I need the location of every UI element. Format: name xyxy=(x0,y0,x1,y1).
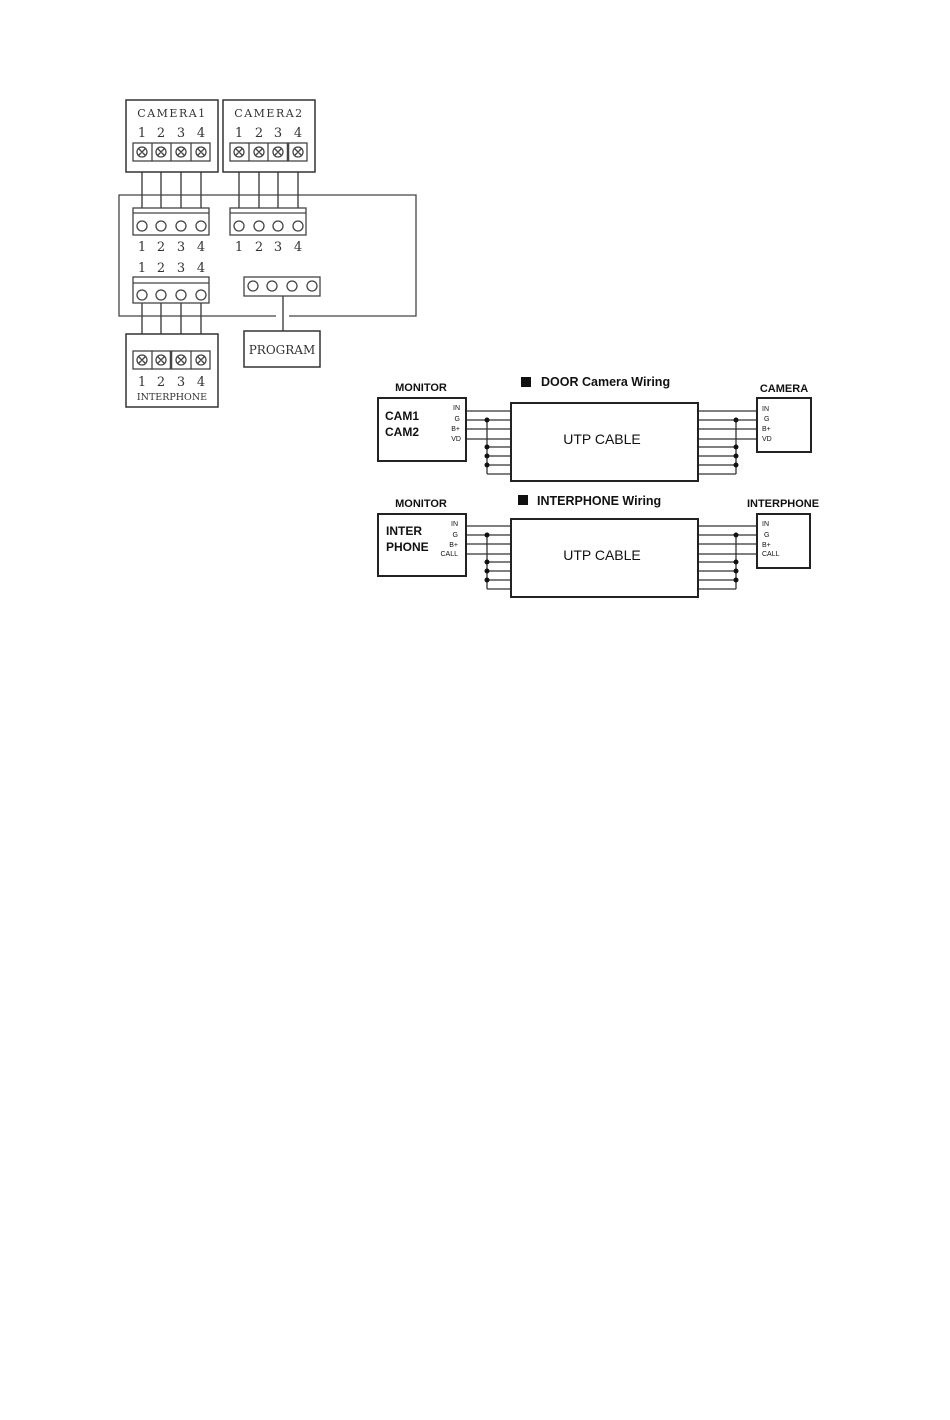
pin-label: IN xyxy=(451,521,458,528)
camera1-block: CAMERA1 1 2 3 4 xyxy=(125,99,219,173)
main-unit-box xyxy=(118,194,417,317)
pin-label: G xyxy=(764,416,769,423)
pin-label: B+ xyxy=(762,542,771,549)
pin-label: IN xyxy=(453,405,460,412)
pin-number: 2 xyxy=(157,240,165,255)
pin-label: B+ xyxy=(449,542,458,549)
interphone-block: 1 2 3 4 INTERPHONE xyxy=(125,333,219,408)
monitor-box xyxy=(377,397,467,462)
wires xyxy=(466,410,757,475)
monitor-label: MONITOR xyxy=(395,498,447,510)
pin-number: 3 xyxy=(274,240,282,255)
pin-number: 4 xyxy=(197,261,205,276)
pin-number: 4 xyxy=(294,126,302,141)
monitor-label: MONITOR xyxy=(395,382,447,394)
pin-number: 1 xyxy=(138,126,146,141)
pin-number: 1 xyxy=(235,240,243,255)
connector-camera2-input xyxy=(229,207,307,236)
pin-label: G xyxy=(764,532,769,539)
monitor-line: PHONE xyxy=(386,540,429,554)
door-camera-wiring: DOOR Camera Wiring MONITOR CAMERA CAM1 C… xyxy=(377,375,812,482)
monitor-line: CAM1 xyxy=(385,409,419,423)
pin-label: G xyxy=(453,532,458,539)
monitor-line: CAM2 xyxy=(385,425,419,439)
pin-label: CALL xyxy=(440,551,458,558)
pin-label: VD xyxy=(451,436,461,443)
camera-label: CAMERA xyxy=(760,383,808,395)
pin-number: 4 xyxy=(197,126,205,141)
pin-label: VD xyxy=(762,436,772,443)
pin-number: 2 xyxy=(157,261,165,276)
wires xyxy=(466,525,757,590)
connector-interphone-input xyxy=(132,276,210,304)
camera-wires xyxy=(141,160,299,353)
pin-number: 3 xyxy=(177,240,185,255)
interphone-label: INTERPHONE xyxy=(137,392,207,403)
camera1-label: CAMERA1 xyxy=(137,107,206,120)
bullet-square-icon xyxy=(518,495,528,505)
pin-number: 4 xyxy=(197,240,205,255)
pin-label: IN xyxy=(762,521,769,528)
pin-number: 1 xyxy=(138,375,146,390)
monitor-box xyxy=(377,513,467,577)
pin-number: 4 xyxy=(294,240,302,255)
pin-number: 1 xyxy=(138,261,146,276)
program-label: PROGRAM xyxy=(249,343,316,357)
door-wiring-title: DOOR Camera Wiring xyxy=(541,375,670,389)
interphone-box xyxy=(756,513,811,569)
pin-label: B+ xyxy=(451,426,460,433)
screw-terminal-block xyxy=(132,142,211,162)
pin-number: 2 xyxy=(255,240,263,255)
bullet-square-icon xyxy=(521,377,531,387)
pin-label: CALL xyxy=(762,551,780,558)
pin-number: 3 xyxy=(274,126,282,141)
camera2-block: CAMERA2 1 2 3 4 xyxy=(222,99,316,173)
pin-label: IN xyxy=(762,406,769,413)
pin-number: 1 xyxy=(138,240,146,255)
utp-cable-box xyxy=(510,402,699,482)
pin-number: 2 xyxy=(157,126,165,141)
pin-number: 1 xyxy=(235,126,243,141)
utp-cable-label: UTP CABLE xyxy=(563,547,641,563)
interphone-device-label: INTERPHONE xyxy=(747,498,819,510)
camera-box xyxy=(756,397,812,453)
interphone-wiring-title: INTERPHONE Wiring xyxy=(537,494,661,508)
pin-number: 3 xyxy=(177,261,185,276)
screw-terminal-block xyxy=(132,350,211,370)
connector-camera1-input xyxy=(132,207,210,236)
terminal-diagram: CAMERA1 1 2 3 4 CAMERA2 1 2 3 4 xyxy=(118,99,417,408)
program-block: PROGRAM xyxy=(243,330,321,368)
utp-cable-box xyxy=(510,518,699,598)
pin-number: 3 xyxy=(177,126,185,141)
camera2-label: CAMERA2 xyxy=(234,107,303,120)
screw-terminal-block xyxy=(229,142,308,162)
connector-program xyxy=(243,276,321,297)
monitor-line: INTER xyxy=(386,524,422,538)
pin-number: 4 xyxy=(197,375,205,390)
interphone-wiring: INTERPHONE Wiring MONITOR INTERPHONE INT… xyxy=(377,494,819,598)
utp-cable-label: UTP CABLE xyxy=(563,431,641,447)
pin-number: 2 xyxy=(255,126,263,141)
pin-label: B+ xyxy=(762,426,771,433)
pin-number: 3 xyxy=(177,375,185,390)
pin-number: 2 xyxy=(157,375,165,390)
pin-label: G xyxy=(455,416,460,423)
